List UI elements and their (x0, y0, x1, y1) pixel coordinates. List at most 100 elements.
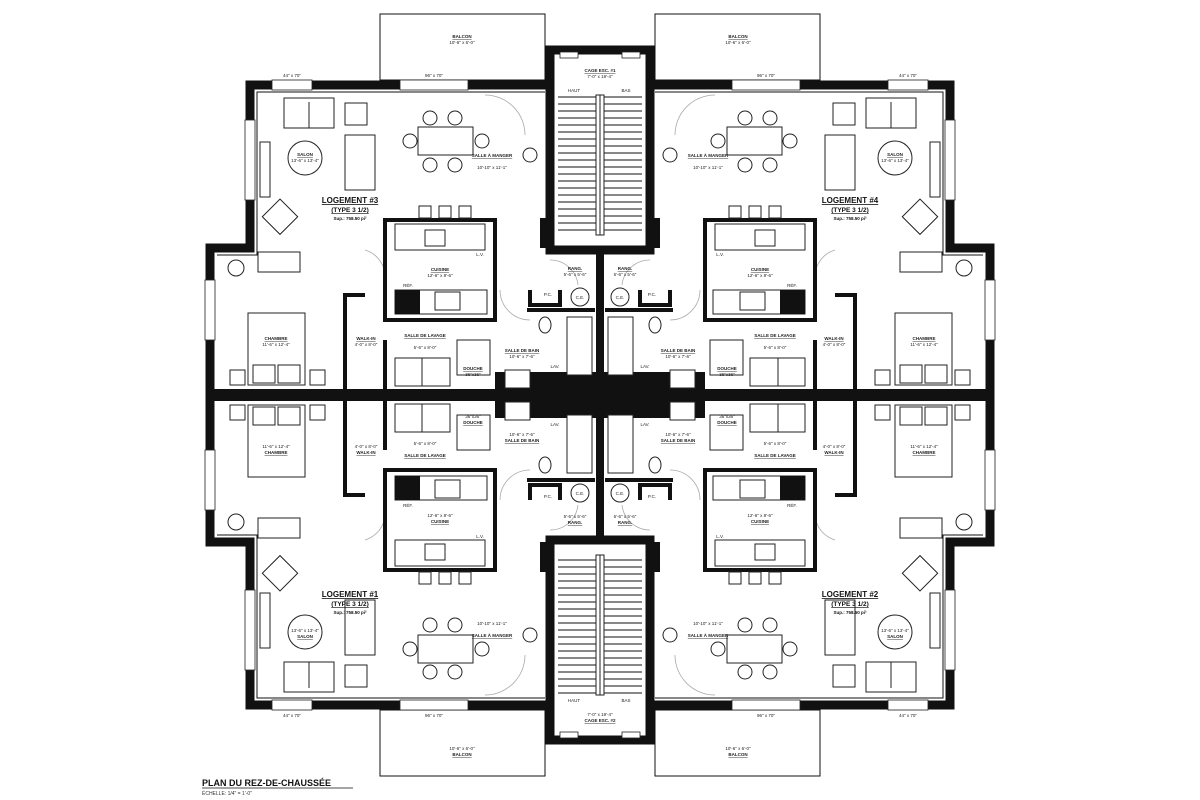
room-dims: 10'-6" x 7'-6" (665, 354, 691, 359)
chair (710, 133, 726, 149)
chair (737, 110, 753, 126)
label-lave-vaisselle: L.V. (476, 534, 484, 539)
chair (782, 641, 798, 657)
stair-down-label: BAS (621, 88, 630, 93)
room-dims: 5'-6" x 5'-6" (564, 272, 587, 277)
room-label-chambre: CHAMBRE (913, 336, 936, 341)
pillow (277, 406, 301, 426)
partition-wall (343, 293, 365, 390)
stair-up-label: HAUT (568, 698, 581, 703)
unit-quadrant (599, 13, 996, 395)
label-penderie: P.C. (544, 292, 552, 297)
chair (710, 641, 726, 657)
chair (447, 664, 463, 680)
room-dims: 13'-6" x 13'-4" (881, 158, 909, 163)
unit-type: (TYPE 3 1/2) (831, 601, 869, 608)
room-label-salle-de-lavage: SALLE DE LAVAGE (754, 453, 796, 458)
room-label-salon: SALON (887, 634, 903, 639)
chair (737, 617, 753, 633)
window (621, 731, 641, 739)
room-dims: 13'-6" x 13'-4" (291, 158, 319, 163)
label-refrigerateur: RÉF. (403, 502, 413, 508)
room-label-walk-in: WALK-IN (356, 450, 375, 455)
rug (877, 614, 913, 650)
balcony-outline (654, 13, 821, 81)
label-refrigerateur: RÉF. (403, 282, 413, 288)
room-label-cuisine: CUISINE (751, 267, 769, 272)
refrigerator (395, 290, 420, 314)
room-dims: 4'-0" x 8'-0" (823, 342, 846, 347)
window-dimension: 44" x 70" (899, 73, 917, 78)
plant (522, 627, 538, 643)
side-table (832, 102, 856, 126)
window (944, 119, 956, 201)
chair (737, 157, 753, 173)
room-label-salle-a-manger: SALLE À MANGER (472, 152, 513, 158)
wall-block (650, 218, 660, 248)
door-swing (621, 259, 651, 286)
label-penderie: P.C. (544, 494, 552, 499)
water-heater (570, 483, 590, 503)
chair (402, 641, 418, 657)
door-swing (364, 249, 386, 276)
door-swing (621, 504, 651, 531)
label-chauffe-eau: C.E. (576, 295, 585, 300)
dining-table (417, 634, 474, 664)
room-label-salle-de-lavage: SALLE DE LAVAGE (754, 333, 796, 338)
room-dims: 5'-6" x 5'-6" (614, 514, 637, 519)
vanity (504, 401, 531, 421)
room-dims: 10'-10" x 11'-1" (477, 165, 507, 170)
label-laveuse: LAV. (550, 422, 559, 427)
nightstand (309, 404, 326, 421)
window-dimension: 96" x 70" (757, 713, 775, 718)
door-swing (669, 469, 701, 501)
label-chauffe-eau: C.E. (616, 491, 625, 496)
window (271, 79, 313, 91)
tv-unit (259, 141, 271, 198)
window (621, 51, 641, 59)
unit-area: Sup.: 758.50 pi² (833, 216, 867, 221)
unit-name: LOGEMENT #2 (822, 590, 879, 599)
window (559, 51, 579, 59)
room-dims: 10'-6" x 7'-6" (509, 432, 535, 437)
room-dims: 12'-6" x 8'-6" (747, 513, 773, 518)
bathtub (566, 414, 593, 474)
stove (739, 291, 766, 311)
closet-wall (638, 483, 672, 500)
window-dimension: 44" x 70" (283, 73, 301, 78)
unit-name: LOGEMENT #4 (822, 196, 879, 205)
door-swing (499, 469, 531, 501)
room-dims: 12'-6" x 8'-6" (427, 273, 453, 278)
room-label-salle-de-lavage: SALLE DE LAVAGE (404, 453, 446, 458)
window (984, 449, 996, 511)
room-label-salle-a-manger: SALLE À MANGER (688, 152, 729, 158)
window (244, 589, 256, 671)
door-swing (549, 259, 579, 286)
stair-name: CAGE ESC. #2 (584, 718, 616, 723)
kitchen-wall (703, 468, 817, 572)
room-label-chambre: CHAMBRE (265, 450, 288, 455)
room-label-rangement: RANG. (618, 266, 633, 271)
chair (762, 157, 778, 173)
room-dims: 5'-6" x 8'-0" (414, 441, 437, 446)
shower (456, 339, 491, 376)
room-dims: 11'-6" x 12'-4" (910, 444, 938, 449)
unit-area: Sup.: 758.50 pi² (333, 216, 367, 221)
refrigerator (780, 476, 805, 500)
unit-area: Sup.: 758.50 pi² (833, 610, 867, 615)
plant (662, 627, 678, 643)
center-wall (596, 395, 600, 540)
pillow (252, 406, 276, 426)
nightstand (229, 369, 246, 386)
room-dims: 5'-6" x 5'-6" (564, 514, 587, 519)
chair (762, 664, 778, 680)
room-label-walk-in: WALK-IN (824, 336, 843, 341)
stair-core-wall (600, 45, 655, 255)
window-dimension: 96" x 70" (425, 713, 443, 718)
window-dimension: 44" x 70" (283, 713, 301, 718)
room-dims: 36"x36" (465, 414, 481, 419)
sofa (824, 134, 856, 191)
refrigerator (780, 290, 805, 314)
stair-handrail (599, 94, 605, 236)
